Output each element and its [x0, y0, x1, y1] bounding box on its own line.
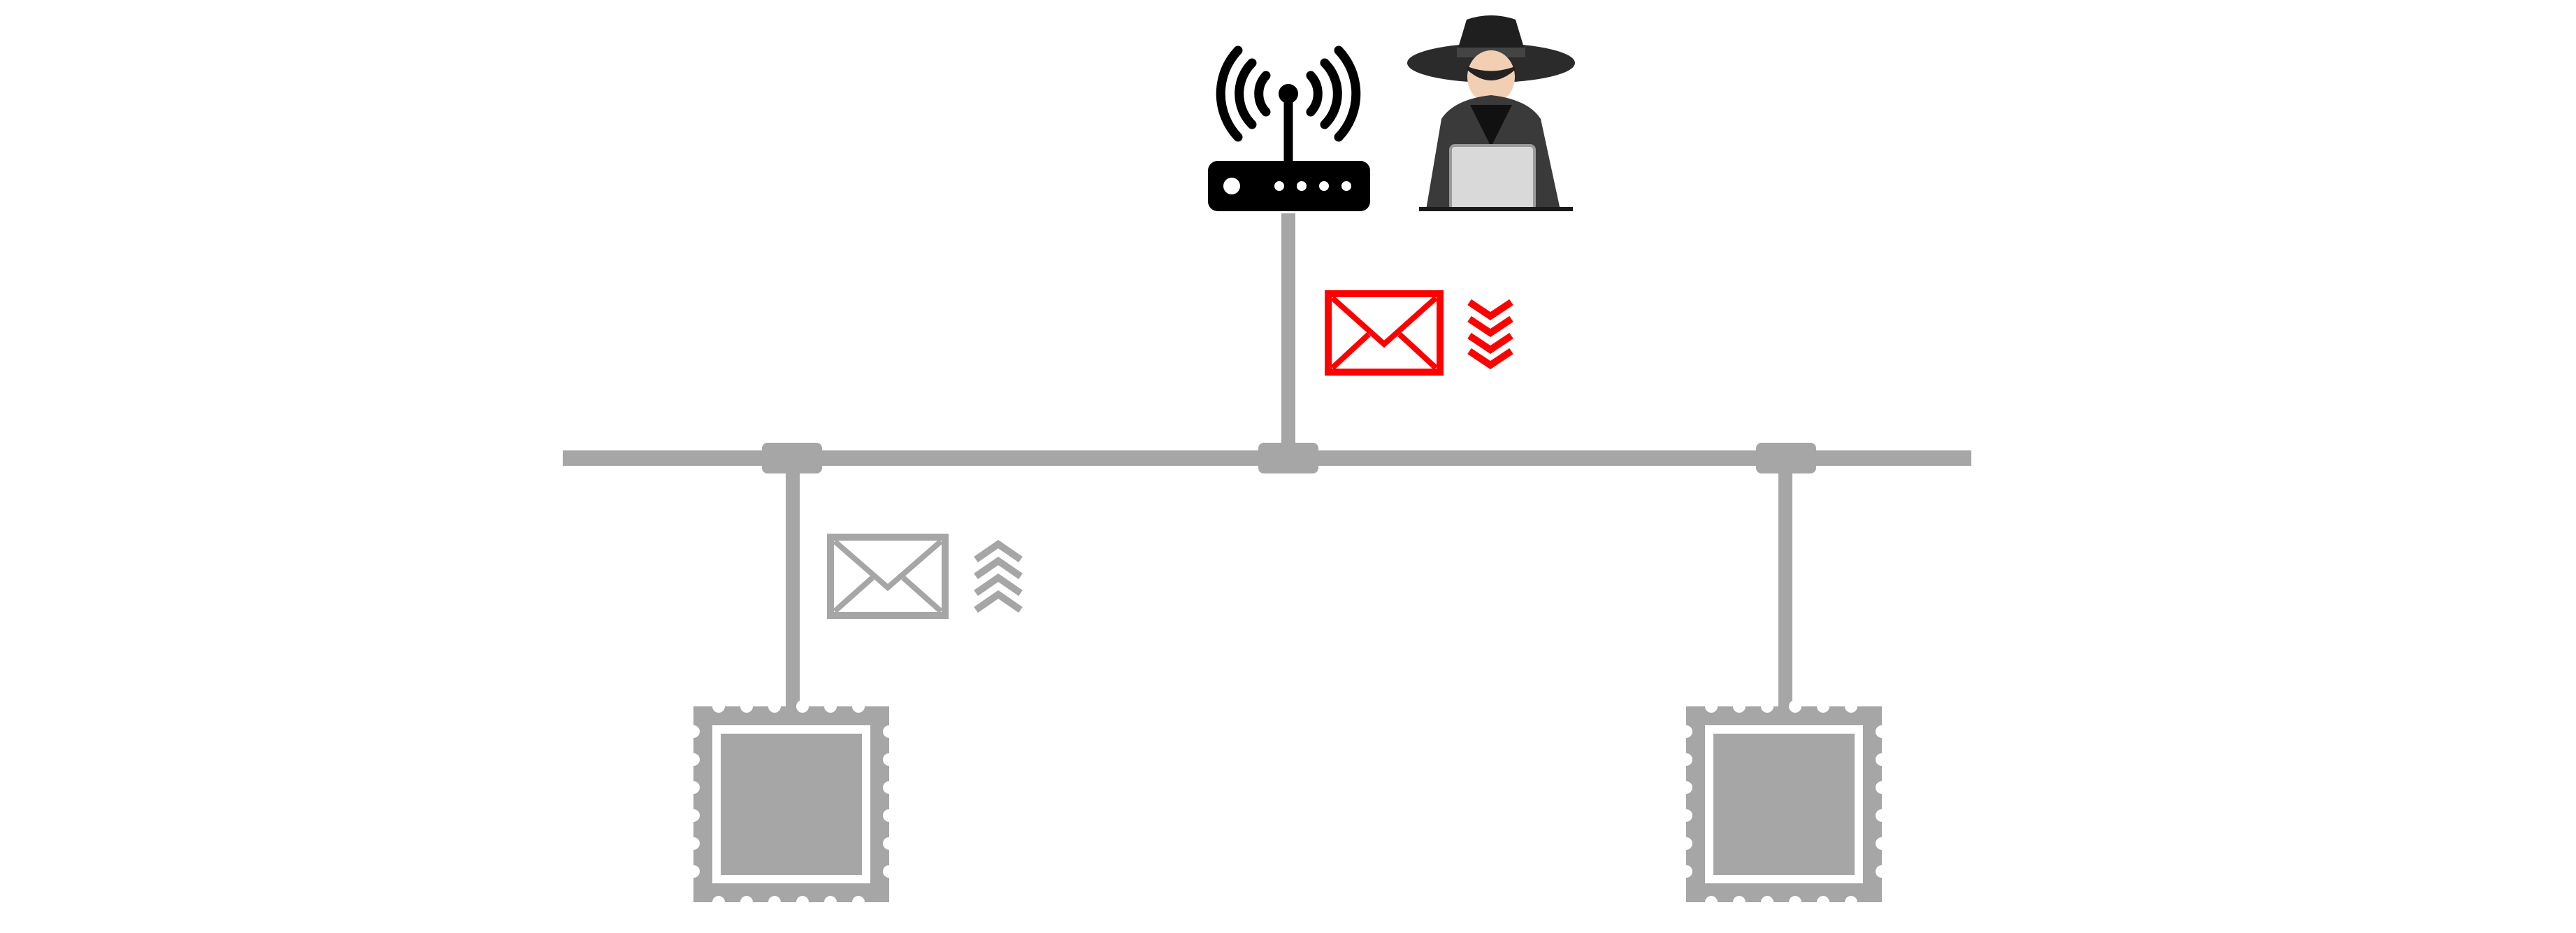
right-junction: [1756, 443, 1816, 473]
left-node-chip-icon: [687, 700, 895, 909]
downward-arrows-icon: [1467, 299, 1513, 370]
left-junction: [762, 443, 822, 473]
wifi-router-icon: [1208, 45, 1370, 211]
right-node-chip-icon: [1680, 700, 1888, 909]
upward-arrows-icon: [974, 539, 1023, 613]
router-drop-line: [1281, 213, 1295, 458]
injected-message-envelope-icon: [1325, 290, 1444, 376]
left-drop-line: [786, 462, 800, 720]
hacker-with-laptop-icon: [1407, 15, 1575, 211]
sent-message-envelope-icon: [827, 534, 949, 619]
center-junction: [1258, 443, 1318, 473]
right-drop-line: [1778, 462, 1792, 720]
